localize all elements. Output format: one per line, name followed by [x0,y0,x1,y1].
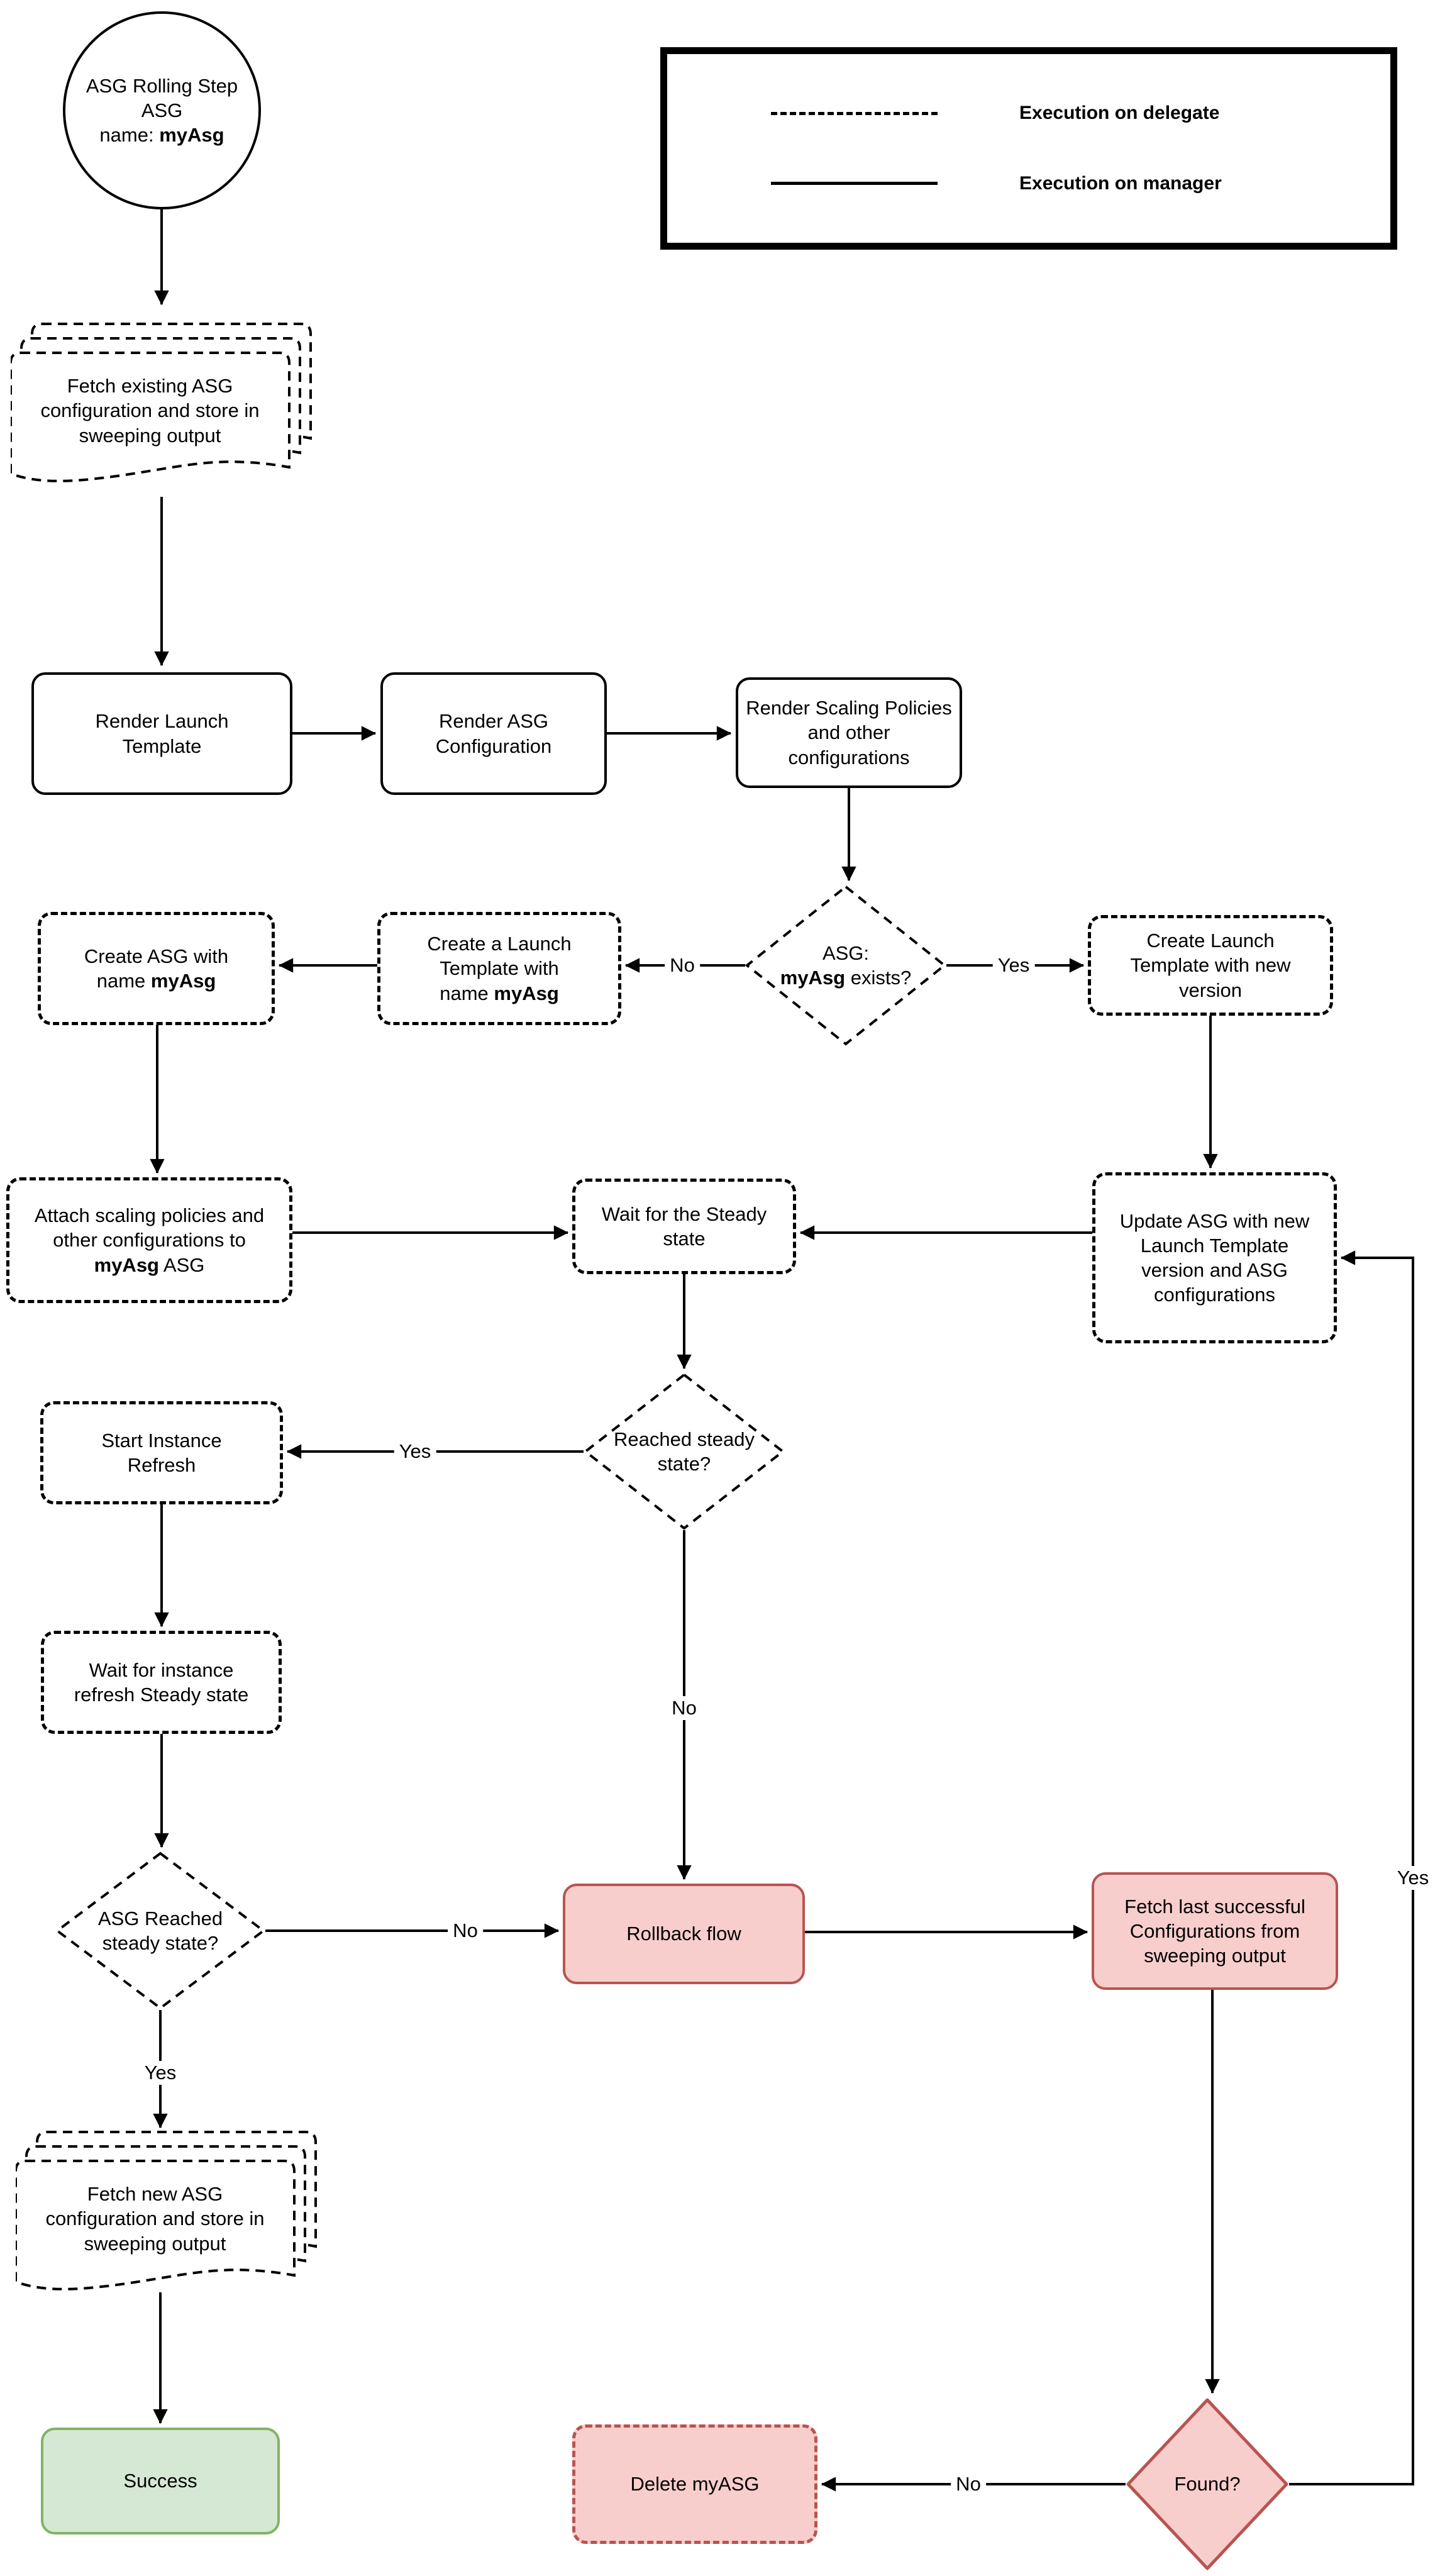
node-delete-myasg: Delete myASG [572,2424,817,2544]
node-create-asg: Create ASG with name myAsg [38,912,275,1025]
edge-label-yes: Yes [992,953,1035,977]
node-label: Create ASG with name myAsg [84,945,229,992]
diamond-shape [1126,2398,1288,2570]
node-asg-exists-decision: ASG: myAsg exists? [745,885,946,1046]
dashed-line-sample [771,111,938,115]
node-label: Start Instance Refresh [101,1429,222,1476]
node-label: Render Launch Template [95,710,229,757]
node-label: ASG Reached steady state? [97,1907,223,1954]
node-fetch-last-successful: Fetch last successful Configurations fro… [1092,1872,1338,1990]
node-label: Render Scaling Policies and other config… [746,697,952,769]
legend-row-manager: Execution on manager [667,173,1390,194]
node-create-launch-template-new-version: Create Launch Template with new version [1088,915,1333,1016]
solid-line-sample [771,182,938,186]
node-label-line: myAsg exists? [780,967,912,989]
node-fetch-new-config: Fetch new ASG configuration and store in… [16,2119,318,2308]
edge-label-no: No [448,1919,483,1943]
node-fetch-existing-config: Fetch existing ASG configuration and sto… [11,311,313,500]
node-label: Create a Launch Template with name myAsg [427,933,572,1004]
edge-label-yes: Yes [1392,1866,1434,1890]
node-render-asg-configuration: Render ASG Configuration [380,672,607,795]
node-label: Delete myASG [630,2473,760,2496]
node-label: Attach scaling policies and other config… [34,1204,265,1276]
edge-label-yes: Yes [139,2061,182,2085]
node-label: Create Launch Template with new version [1130,930,1291,1001]
node-label: Fetch existing ASG configuration and sto… [40,375,260,447]
node-render-scaling-policies: Render Scaling Policies and other config… [736,677,962,788]
start-line3: name: myAsg [99,124,224,147]
diamond-shape [584,1373,785,1530]
multi-document-shape [11,323,312,482]
node-update-asg: Update ASG with new Launch Template vers… [1092,1172,1337,1343]
node-label: Reached steady state? [613,1428,755,1475]
node-label: Wait for the Steady state [601,1202,767,1250]
start-line1: ASG Rolling Step [86,74,238,97]
node-rollback-flow: Rollback flow [563,1884,805,1984]
node-label-line: ASG: [822,941,870,964]
legend: Execution on delegate Execution on manag… [660,47,1397,250]
node-label: Rollback flow [626,1923,741,1945]
edge-label-no: No [667,1696,702,1720]
node-wait-steady-state: Wait for the Steady state [572,1179,796,1274]
node-found-decision: Found? [1126,2397,1289,2571]
node-attach-scaling-policies: Attach scaling policies and other config… [6,1177,292,1303]
node-reached-steady-decision: Reached steady state? [584,1373,785,1530]
legend-row-delegate: Execution on delegate [667,103,1390,124]
diamond-shape [55,1852,265,2010]
diamond-shape [745,885,946,1046]
multi-document-shape [16,2131,317,2290]
node-label: Success [123,2470,197,2492]
legend-label: Execution on delegate [1019,103,1220,124]
edge-label-no: No [951,2472,986,2496]
node-start: ASG Rolling Step ASG name: myAsg [63,11,261,209]
edge-label-no: No [665,953,700,977]
node-label: Render ASG Configuration [435,710,552,757]
start-line2: ASG [141,99,183,121]
node-label: Update ASG with new Launch Template vers… [1119,1209,1310,1306]
node-start-instance-refresh: Start Instance Refresh [40,1401,283,1504]
legend-label: Execution on manager [1019,172,1222,194]
node-create-launch-template: Create a Launch Template with name myAsg [377,912,621,1025]
node-asg-reached-steady-decision: ASG Reached steady state? [55,1852,265,2010]
node-label: Found? [1174,2473,1241,2496]
node-label: Wait for instance refresh Steady state [74,1658,249,1706]
node-label: Fetch new ASG configuration and store in… [45,2183,265,2255]
edge-label-yes: Yes [394,1440,436,1463]
node-wait-instance-refresh: Wait for instance refresh Steady state [41,1631,282,1734]
node-success: Success [41,2428,280,2534]
node-label: Fetch last successful Configurations fro… [1124,1895,1305,1967]
node-render-launch-template: Render Launch Template [31,672,292,795]
